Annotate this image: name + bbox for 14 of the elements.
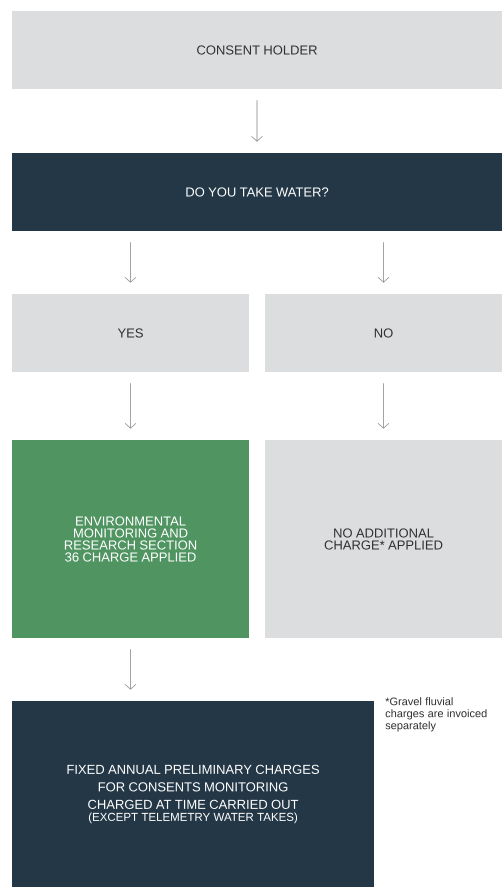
process-box: NO: [265, 294, 502, 372]
arrow: [124, 382, 136, 429]
process-box: ENVIRONMENTAL MONITORING AND RESEARCH SECTION 36 CHARGE APPLIED: [12, 440, 249, 638]
arrow: [378, 242, 390, 283]
process-box: YES: [12, 294, 249, 372]
arrow: [378, 382, 390, 429]
arrow: [124, 648, 136, 690]
decision-box: FIXED ANNUAL PRELIMINARY CHARGES FOR CONSENTS MONITORING CHARGED AT TIME CARRIED OUT (EXCEPT TELEMETRY WATER TAKES): [12, 701, 374, 887]
arrow: [124, 242, 136, 283]
arrow: [251, 100, 263, 142]
decision-box: DO YOU TAKE WATER?: [12, 153, 502, 231]
footnote: *Gravel fluvial charges are invoiced separately: [385, 697, 487, 732]
process-box: CONSENT HOLDER: [12, 11, 502, 89]
process-box: NO ADDITIONAL CHARGE* APPLIED: [265, 440, 502, 638]
